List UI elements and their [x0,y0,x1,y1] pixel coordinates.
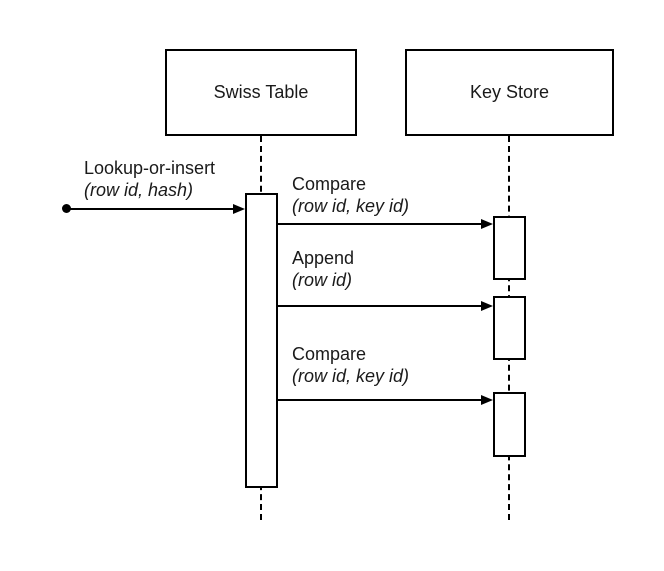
activation-bar-key-store-1 [493,216,526,280]
message-line-compare-2 [278,399,482,401]
arrowhead-icon [233,204,245,214]
activation-bar-key-store-3 [493,392,526,457]
message-label-lookup-or-insert: Lookup-or-insert (row id, hash) [84,157,215,201]
message-name: Lookup-or-insert [84,158,216,178]
message-label-compare-2: Compare (row id, key id) [292,343,409,387]
activation-bar-swiss-table [245,193,278,488]
found-message-dot-icon [62,204,71,213]
message-args: (row id, key id) [292,196,410,216]
arrowhead-icon [481,219,493,229]
activation-bar-key-store-2 [493,296,526,360]
message-args: (row id, key id) [292,366,410,386]
message-name: Compare [292,344,367,364]
message-label-compare-1: Compare (row id, key id) [292,173,409,217]
message-line-compare-1 [278,223,482,225]
message-name: Compare [292,174,367,194]
message-args: (row id) [292,270,353,290]
arrowhead-icon [481,301,493,311]
participant-box-swiss-table: Swiss Table [165,49,357,136]
message-line-append [278,305,482,307]
participant-label-key-store: Key Store [469,82,550,102]
message-label-append: Append (row id) [292,247,354,291]
message-args: (row id, hash) [84,180,194,200]
arrowhead-icon [481,395,493,405]
message-name: Append [292,248,355,268]
participant-label-swiss-table: Swiss Table [213,82,309,102]
message-line-lookup-or-insert [69,208,235,210]
participant-box-key-store: Key Store [405,49,614,136]
